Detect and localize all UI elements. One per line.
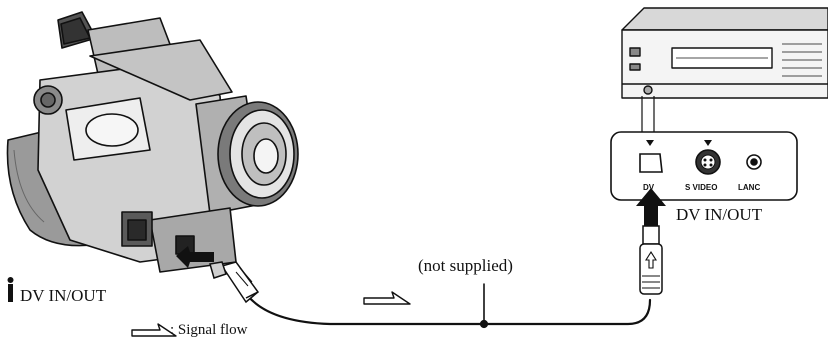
jack-label-lanc: LANC [738, 183, 760, 192]
deck-dv-label: DV IN/OUT [676, 205, 762, 225]
camcorder-plug [210, 262, 258, 302]
lanc-jack [747, 155, 761, 169]
dv-cable [248, 284, 650, 327]
vcr-illustration [622, 8, 828, 132]
cable-note-label: (not supplied) [418, 256, 513, 276]
jack-label-dv: DV [643, 183, 654, 192]
camcorder-illustration [7, 12, 298, 272]
deck-plug [640, 226, 662, 294]
jack-label-s-video: S VIDEO [685, 183, 717, 192]
signal-flow-arrow [364, 292, 410, 304]
camcorder-dv-label: DV IN/OUT [20, 286, 106, 306]
i-link-icon [8, 277, 14, 302]
signal-flow-legend: : Signal flow [170, 322, 248, 339]
